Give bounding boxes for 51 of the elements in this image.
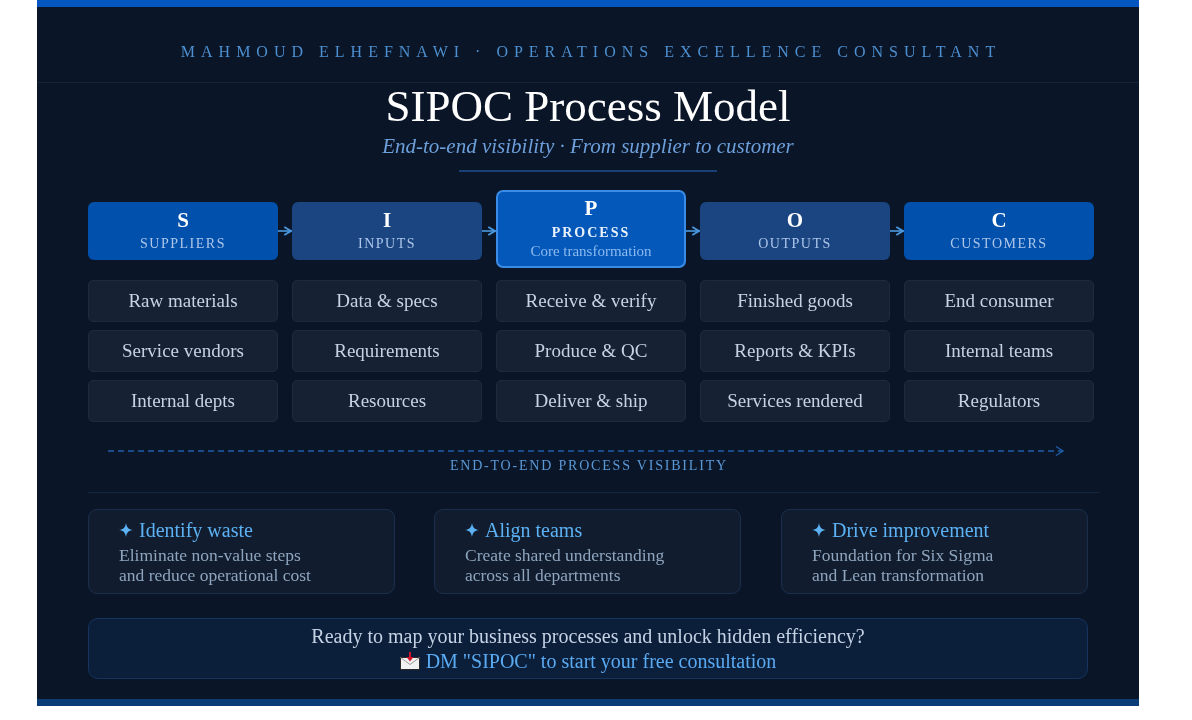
item-text: Deliver & ship bbox=[534, 389, 648, 413]
sipoc-letter: I bbox=[382, 208, 392, 232]
cta-message: DM "SIPOC" to start your free consultation bbox=[425, 649, 777, 673]
item-text: Data & specs bbox=[336, 289, 438, 313]
item-text: Receive & verify bbox=[525, 289, 657, 313]
item-text: Resources bbox=[347, 389, 427, 413]
item-text: Reports & KPIs bbox=[734, 339, 856, 363]
item-text: Finished goods bbox=[737, 289, 853, 313]
sipoc-letter: S bbox=[177, 208, 189, 232]
category-label: INPUTS bbox=[358, 234, 416, 253]
card-text: Foundation for Six Sigma and Lean transformation bbox=[812, 545, 995, 585]
benefit-card bbox=[434, 509, 741, 594]
item-text: Produce & QC bbox=[534, 339, 648, 363]
item-text: Internal teams bbox=[944, 339, 1054, 363]
title: SIPOC Process Model bbox=[385, 81, 791, 133]
arrow bbox=[685, 226, 701, 236]
cta-text: Ready to map your business processes and unlock hidden efficiency? bbox=[311, 624, 865, 648]
sipoc-letter: O bbox=[786, 208, 804, 232]
category-header bbox=[292, 202, 482, 260]
benefit-card bbox=[781, 509, 1088, 594]
card-text: Create shared understanding across all departments bbox=[465, 545, 666, 585]
item-text: Service vendors bbox=[122, 339, 244, 363]
item-text: Requirements bbox=[334, 339, 440, 363]
subtitle: End-to-end visibility · From supplier to customer bbox=[382, 134, 794, 160]
arrow bbox=[889, 226, 905, 236]
arrow bbox=[481, 226, 497, 236]
category-header bbox=[904, 202, 1094, 260]
item-text: Internal depts bbox=[131, 389, 235, 413]
item-text: Regulators bbox=[957, 389, 1041, 413]
sipoc-letter: P bbox=[584, 197, 598, 221]
sipoc-letter: C bbox=[991, 208, 1007, 232]
category-label: SUPPLIERS bbox=[140, 234, 226, 253]
item-text: End consumer bbox=[944, 289, 1054, 313]
card-heading: Align teams bbox=[485, 518, 583, 542]
category-header bbox=[700, 202, 890, 260]
category-label: OUTPUTS bbox=[758, 234, 832, 253]
benefit-card bbox=[88, 509, 395, 594]
card-heading: Drive improvement bbox=[832, 518, 990, 542]
arrow bbox=[277, 226, 293, 236]
category-header bbox=[496, 190, 686, 268]
section-caption: END-TO-END PROCESS VISIBILITY bbox=[448, 458, 728, 475]
byline: MAHMOUD ELHEFNAWI · OPERATIONS EXCELLENCE CONSULTANT bbox=[179, 42, 1002, 62]
card-heading: Identify waste bbox=[139, 518, 253, 542]
category-subtitle: Core transformation bbox=[530, 241, 652, 261]
category-label: PROCESS bbox=[551, 223, 631, 242]
category-label: CUSTOMERS bbox=[950, 234, 1048, 253]
card-text: Eliminate non-value steps and reduce operational cost bbox=[119, 545, 312, 585]
item-text: Services rendered bbox=[727, 389, 863, 413]
item-text: Raw materials bbox=[128, 289, 238, 313]
category-header bbox=[88, 202, 278, 260]
call-to-action-panel bbox=[88, 618, 1088, 679]
